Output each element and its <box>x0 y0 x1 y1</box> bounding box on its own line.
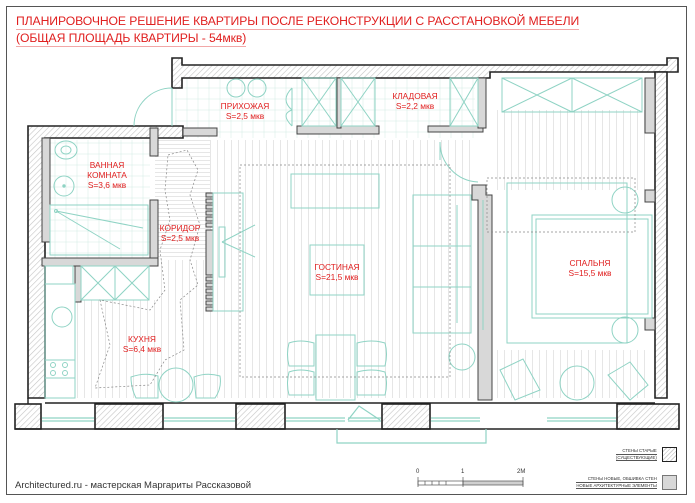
furniture <box>44 77 653 403</box>
footer-credit: Architectured.ru - мастерская Маргариты … <box>15 480 252 491</box>
scale-tick-1: 1 <box>461 469 465 475</box>
room-label-hallway: ПРИХОЖАЯ S=2,5 мкв <box>221 101 270 121</box>
floor-finishes <box>45 78 645 398</box>
room-area: S=2,5 мкв <box>225 111 265 121</box>
room-name: КУХНЯ <box>128 334 156 344</box>
room-label-bathroom: ВАННАЯ КОМНАТА S=3,6 мкв <box>87 160 127 190</box>
rugs <box>94 149 636 389</box>
room-area: S=2,5 мкв <box>160 233 200 243</box>
room-label-living: ГОСТИНАЯ S=21,5 мкв <box>314 262 359 282</box>
new-walls <box>41 77 656 401</box>
room-area: S=2,2 мкв <box>395 101 435 111</box>
legend-old-walls-line1: СТЕНЫ СТАРЫЕ <box>615 448 657 455</box>
plan-title-line1: ПЛАНИРОВОЧНОЕ РЕШЕНИЕ КВАРТИРЫ ПОСЛЕ РЕК… <box>16 14 580 30</box>
room-name-line2: КОМНАТА <box>87 170 127 180</box>
scale-bar-graphic <box>417 477 524 487</box>
room-area: S=3,6 мкв <box>87 180 127 190</box>
room-name: ГОСТИНАЯ <box>314 262 360 272</box>
room-name: КЛАДОВАЯ <box>392 91 438 101</box>
windows <box>42 405 616 444</box>
legend-new-walls-swatch <box>662 475 677 490</box>
scale-tick-2m: 2М <box>517 469 526 475</box>
legend-old-walls-line2: (СУЩЕСТВУЮЩИЕ) <box>615 454 657 461</box>
room-name-line1: ВАННАЯ <box>89 160 125 170</box>
legend-old-walls: СТЕНЫ СТАРЫЕ(СУЩЕСТВУЮЩИЕ) <box>615 447 677 462</box>
legend-new-walls-line1: СТЕНЫ НОВЫЕ, ОБШИВКА СТЕН <box>576 476 657 483</box>
legend-new-walls-line2: НОВЫЕ АРХИТЕКТУРНЫЕ ЭЛЕМЕНТЫ <box>576 482 657 489</box>
room-label-bedroom: СПАЛЬНЯ S=15,5 мкв <box>569 258 612 278</box>
room-label-kitchen: КУХНЯ S=6,4 мкв <box>123 334 161 354</box>
legend-old-walls-swatch <box>662 447 677 462</box>
room-name: ПРИХОЖАЯ <box>220 101 270 111</box>
room-area: S=15,5 мкв <box>568 268 612 278</box>
plan-title: ПЛАНИРОВОЧНОЕ РЕШЕНИЕ КВАРТИРЫ ПОСЛЕ РЕК… <box>16 13 579 47</box>
room-area: S=6,4 мкв <box>122 344 162 354</box>
scale-tick-0: 0 <box>416 469 420 475</box>
room-name: КОРИДОР <box>159 223 201 233</box>
room-label-corridor: КОРИДОР S=2,5 мкв <box>160 223 201 243</box>
room-label-storage: КЛАДОВАЯ S=2,2 мкв <box>392 91 437 111</box>
drawing-frame <box>6 6 687 495</box>
room-name: СПАЛЬНЯ <box>569 258 611 268</box>
bottom-wall-outline <box>15 398 679 430</box>
room-area: S=21,5 мкв <box>315 272 359 282</box>
plan-title-line2: (ОБЩАЯ ПЛОЩАДЬ КВАРТИРЫ - 54мкв) <box>16 31 247 47</box>
